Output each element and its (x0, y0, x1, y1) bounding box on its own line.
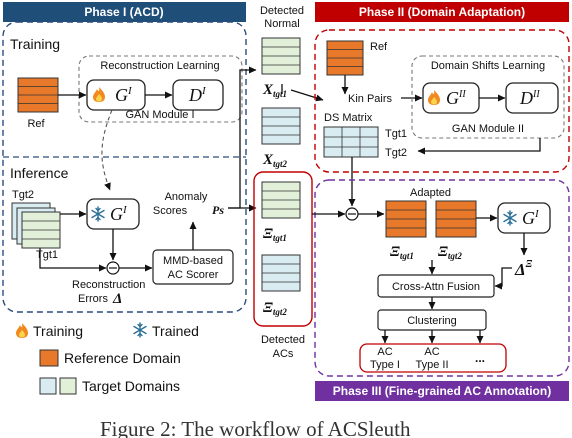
legend-target-swatch-2 (59, 377, 77, 395)
cross-attn-box (377, 274, 495, 298)
svg-text:Ξtgt2: Ξtgt2 (438, 244, 462, 261)
mmd-line2: AC Scorer (168, 269, 219, 281)
phase3-header-bar (315, 381, 569, 401)
adapted-tgt1-block (385, 200, 427, 238)
ac-type1-line2: Type I (370, 359, 400, 371)
ds-matrix-grid (323, 126, 379, 158)
phase1-header-bar (3, 2, 246, 22)
reconstruction-learning-label: Reconstruction Learning (100, 60, 219, 72)
detected-acs-line1: Detected (261, 334, 305, 346)
adapted-label: Adapted (410, 187, 451, 199)
ref-data-block-2 (326, 40, 364, 76)
gan-module-1-label: GAN Module I (125, 109, 194, 121)
ds-tgt1-label: Tgt1 (385, 128, 407, 140)
ac-type2-line1: AC (424, 346, 439, 358)
figure-caption: Figure 2: The workflow of ACSleuth (100, 417, 411, 438)
phase2-header-bar (315, 2, 569, 22)
normal-tgt2-block (261, 107, 301, 145)
discriminator-1 (172, 79, 224, 111)
legend-target-domains: Target Domains (82, 378, 180, 394)
detected-acs-line2: ACs (273, 348, 294, 360)
ac-types-box (359, 343, 507, 373)
ac-type2-line2: Type II (415, 359, 448, 371)
svg-text:DII: DII (519, 88, 540, 108)
svg-text:DI: DI (188, 85, 207, 105)
phase3-panel (314, 179, 570, 377)
legend-trained: Trained (152, 323, 199, 339)
reconstruction-learning-box (78, 55, 243, 123)
svg-text:GII: GII (446, 88, 466, 108)
svg-text:Xtgt2: Xtgt2 (262, 152, 288, 169)
phase1-header: Phase I (ACD) (84, 5, 163, 19)
normal-tgt1-block (261, 37, 301, 75)
kin-pairs-label: Kin Pairs (348, 93, 393, 105)
mmd-line1: MMD-based (163, 255, 223, 267)
legend-flame-icon (16, 323, 28, 338)
adapted-tgt2-block (435, 200, 477, 238)
delta-symbol: Δ (112, 291, 122, 307)
ref-label: Ref (27, 118, 45, 130)
ac-type1-line1: AC (377, 346, 392, 358)
svg-text:GI: GI (110, 204, 128, 224)
svg-text:Ξtgt1: Ξtgt1 (390, 244, 414, 261)
svg-text:GI: GI (115, 85, 133, 105)
anomaly-scores-line1: Anomaly (165, 191, 208, 203)
legend-training: Training (33, 323, 83, 339)
domain-shifts-box (411, 55, 565, 139)
svg-text:GI: GI (522, 208, 540, 228)
phase2-panel (314, 29, 570, 173)
tgt2-label: Tgt2 (12, 189, 34, 201)
training-label: Training (10, 36, 60, 52)
ac-tgt1-block (261, 181, 301, 219)
gan-module-2-label: GAN Module II (452, 123, 524, 135)
phase2-header: Phase II (Domain Adaptation) (359, 5, 525, 19)
domain-shifts-label: Domain Shifts Learning (431, 60, 545, 72)
detected-acs-box (253, 171, 313, 327)
anomaly-scores-line2: Scores (153, 205, 188, 217)
detected-normal-line2: Normal (264, 18, 299, 30)
discriminator-2 (505, 82, 559, 114)
clustering-label: Clustering (407, 315, 457, 327)
ellipsis: ... (475, 351, 485, 365)
svg-text:Ξtgt2: Ξtgt2 (263, 300, 287, 317)
ac-tgt2-block (261, 254, 301, 292)
delta-xi-symbol: ΔΞ (514, 259, 533, 279)
recon-errors-line2: Errors (78, 293, 108, 305)
weights-transfer-arrow (101, 109, 113, 191)
detected-normal-line1: Detected (260, 5, 304, 17)
ps-symbol: Ps (212, 203, 224, 217)
inference-label: Inference (10, 165, 69, 181)
ds-matrix-label: DS Matrix (324, 112, 373, 124)
ref-data-block (17, 77, 59, 113)
legend-reference-swatch (39, 349, 59, 367)
legend-reference-domain: Reference Domain (64, 350, 181, 366)
recon-errors-line1: Reconstruction (72, 279, 145, 291)
ref-label-2: Ref (370, 41, 388, 53)
cross-attn-label: Cross-Attn Fusion (392, 281, 480, 293)
ds-tgt2-label: Tgt2 (385, 147, 407, 159)
phase3-header: Phase III (Fine-grained AC Annotation) (333, 384, 551, 398)
target-data-stack (11, 202, 61, 249)
legend-target-swatch-1 (39, 377, 57, 395)
svg-text:Xtgt1: Xtgt1 (262, 82, 287, 99)
svg-text:Ξtgt1: Ξtgt1 (263, 226, 287, 243)
legend-snowflake-icon (133, 322, 147, 338)
tgt1-label: Tgt1 (36, 249, 58, 261)
